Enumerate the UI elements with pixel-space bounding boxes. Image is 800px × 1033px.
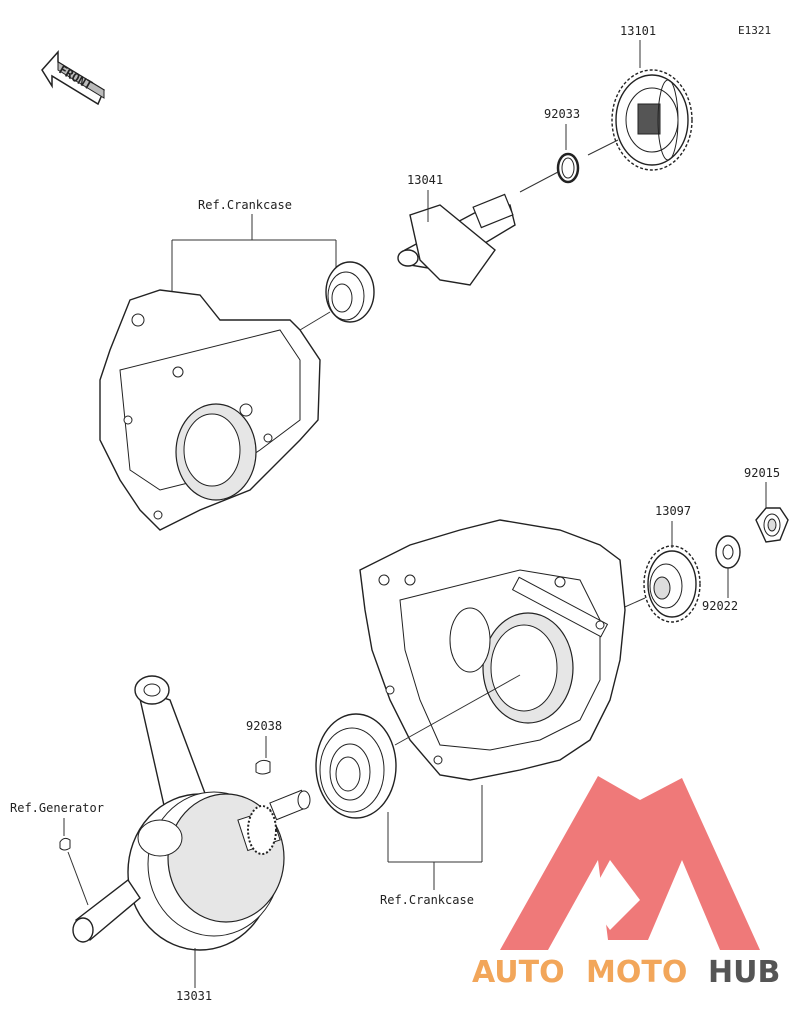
label-13041: 13041 [407,173,443,187]
label-92015: 92015 [744,466,780,480]
watermark-wordmark: AUTO MOTO HUB [472,955,780,990]
label-ref-crankcase-top: Ref.Crankcase [198,198,292,212]
label-92038: 92038 [246,719,282,733]
washer-92022 [715,535,741,569]
label-92022: 92022 [702,599,738,613]
watermark-logo [500,776,760,950]
label-13101: 13101 [620,24,656,38]
diagram-code: E1321 [738,24,771,37]
crankcase-left-half [99,289,321,531]
watermark-word-auto: AUTO [472,955,565,990]
crankshaft-13031 [72,675,311,951]
key-92038 [255,759,271,775]
crankcase-right-half [359,519,626,781]
watermark-word-hub: HUB [708,955,780,990]
label-13031: 13031 [176,989,212,1003]
bearing-bottom [315,713,397,819]
key-generator [59,837,71,851]
front-arrow-icon: FRONT [41,50,105,106]
shaft-13041 [397,193,516,286]
gear-13097 [643,545,701,623]
bearing-top [325,261,375,323]
watermark-word-moto: MOTO [586,955,687,990]
label-13097: 13097 [655,504,691,518]
circlip-92033 [556,152,580,184]
label-92033: 92033 [544,107,580,121]
label-ref-generator: Ref.Generator [10,801,104,815]
gear-13101 [611,69,693,171]
label-ref-crankcase-bottom: Ref.Crankcase [380,893,474,907]
nut-92015 [755,507,789,543]
